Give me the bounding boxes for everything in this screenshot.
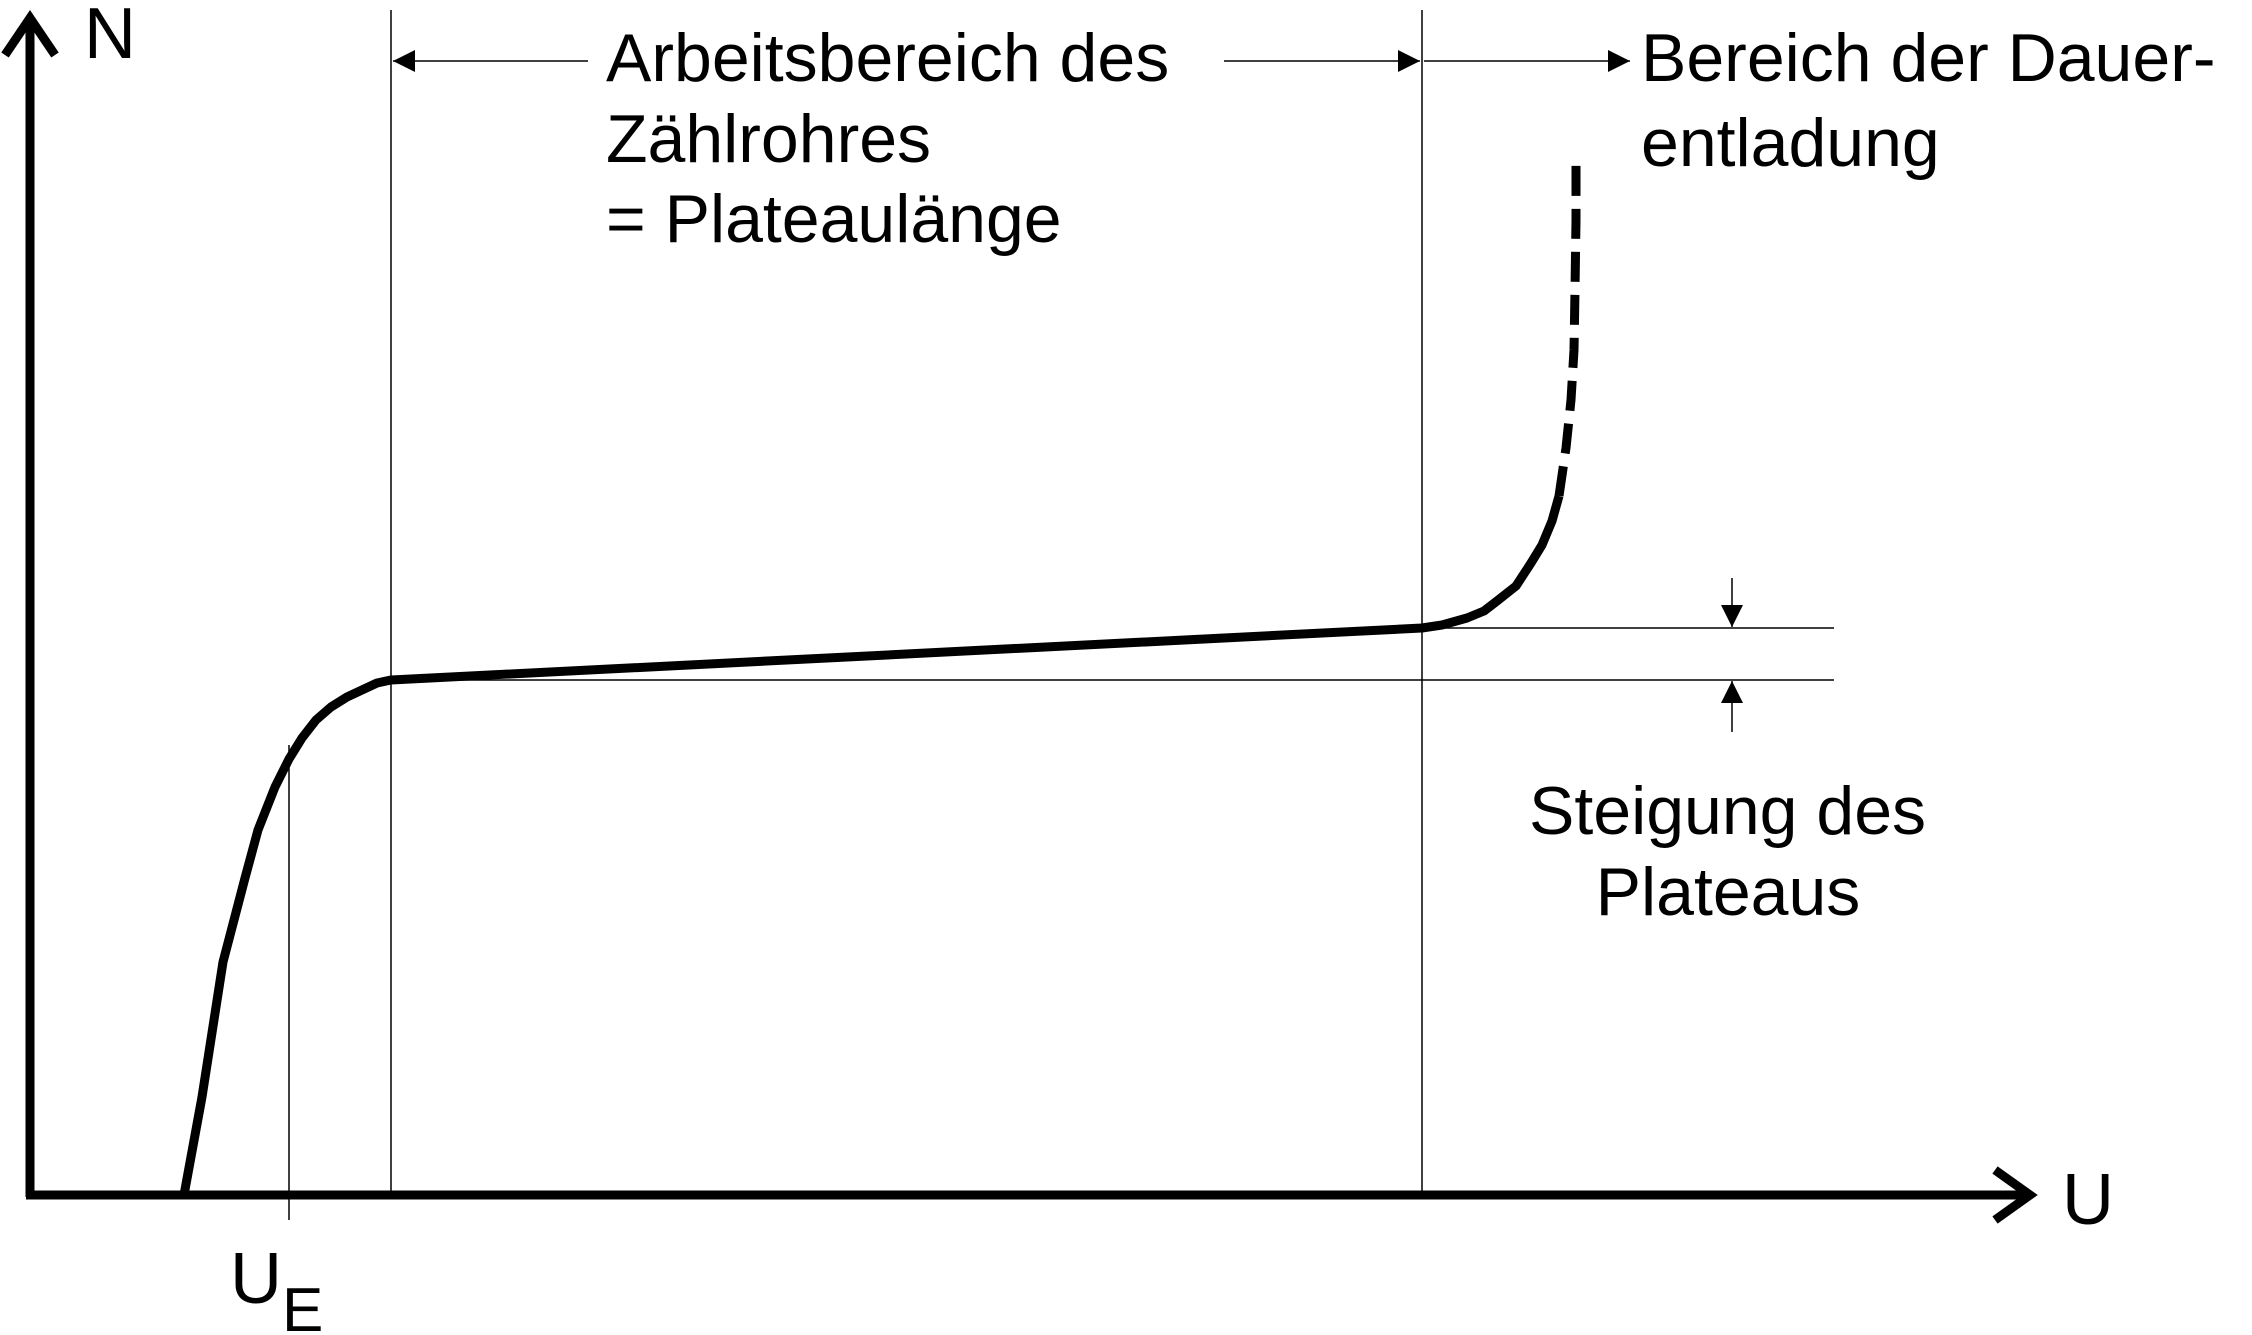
y-axis-arrowhead — [1, 9, 59, 58]
plateau-slope-label: Steigung des Plateaus — [1529, 773, 1945, 930]
x-axis-label: U — [2062, 1160, 2114, 1240]
discharge-range-label: Bereich der Dauer- entladung — [1641, 20, 2234, 181]
y-axis-label: N — [84, 0, 136, 74]
x-axis-arrowhead — [1992, 1166, 2038, 1224]
threshold-voltage-label: UE — [230, 1239, 323, 1335]
characteristic-curve — [179, 494, 1564, 1196]
continuous-discharge-dashed-curve — [1554, 160, 1581, 497]
working-range-label: Arbeitsbereich des Zählrohres = Plateaul… — [606, 20, 1188, 257]
